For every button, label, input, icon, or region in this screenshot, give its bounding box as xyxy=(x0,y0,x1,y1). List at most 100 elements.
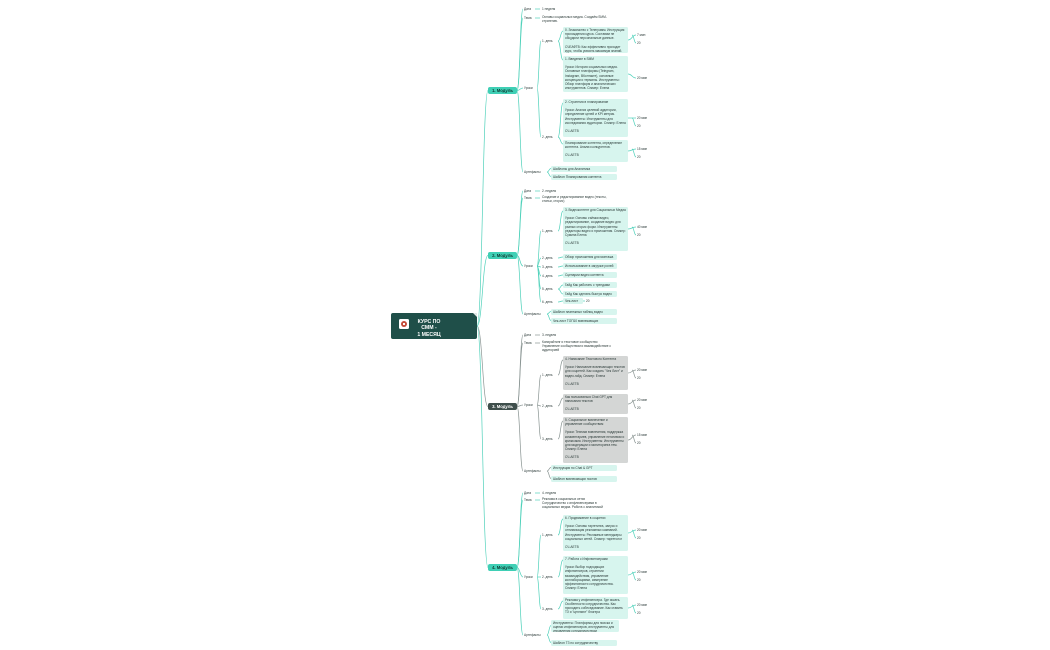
module-3-node[interactable]: 3. Модуль xyxy=(488,403,517,410)
day-label[interactable]: 3. день xyxy=(542,607,553,611)
lesson-card[interactable]: Чек-лист xyxy=(563,298,583,304)
connector-line xyxy=(557,136,564,145)
lesson-card[interactable]: Как пользоваться Chat GPT для написания … xyxy=(563,394,628,414)
artifact-item[interactable]: Шаблон платежных таблиц видео площадок xyxy=(551,309,617,315)
artifacts-label: Артефакты xyxy=(524,469,541,473)
points-value: 20 xyxy=(637,41,641,45)
connector-line xyxy=(557,359,564,376)
connector-line xyxy=(631,399,637,409)
artifact-item[interactable]: Инструменты: Платформы для поиска и оцен… xyxy=(551,620,619,632)
lesson-card[interactable]: 6. Продвижение в соцсетях Уроки: Основы … xyxy=(563,515,628,551)
connector-line xyxy=(546,634,552,643)
connector-line xyxy=(536,230,542,267)
lesson-card[interactable]: 4. Написание Текстового Контента Уроки: … xyxy=(563,356,628,390)
module-2-node[interactable]: 2. Модуль xyxy=(488,252,517,259)
artifact-item[interactable]: Шаблон ТЗ по сотрудничеству xyxy=(551,640,617,646)
lesson-card[interactable]: Сценарии видео контента xyxy=(563,272,617,278)
day-label[interactable]: 1. день xyxy=(542,39,553,43)
module-4-node[interactable]: 4. Модуль xyxy=(488,564,517,571)
connector-line xyxy=(557,420,564,440)
lesson-card[interactable]: 3. Видеоконтент для Социальных Медиа Уро… xyxy=(563,207,628,251)
duration-time: 20 мин xyxy=(637,116,648,120)
connector-line xyxy=(627,434,637,441)
connector-line xyxy=(516,87,524,91)
central-topic[interactable]: КУРС ПО СММ - 1 МЕСЯЦ xyxy=(391,313,477,339)
duration-time: 15 мин xyxy=(637,433,648,437)
lesson-card[interactable]: 0. Знакомство с Телеграмм. Инструкция пр… xyxy=(563,27,628,53)
day-label[interactable]: 4. день xyxy=(542,274,553,278)
lesson-card[interactable]: 2. Стратегия в планирование Уроки: Анали… xyxy=(563,99,628,137)
connector-line xyxy=(631,604,637,614)
lesson-card[interactable]: Использование в загрузке ролей тв xyxy=(563,263,617,269)
theme-label: Тема xyxy=(524,196,532,200)
connector-line xyxy=(557,300,564,303)
artifact-item[interactable]: Инструкция по Chat & GPT xyxy=(551,465,617,471)
connector-line xyxy=(631,529,637,539)
connector-line xyxy=(516,255,524,267)
day-label[interactable]: 2. день xyxy=(542,256,553,260)
lesson-card[interactable]: 7. Работа с Инфлюенсерами Уроки: Выбор п… xyxy=(563,556,628,594)
lesson-card[interactable]: 5. Социальное вовлечение и управление со… xyxy=(563,417,628,463)
artifact-item[interactable]: Шаблон вовлекающих постов xyxy=(551,476,617,482)
connector-line xyxy=(631,369,637,379)
connector-line xyxy=(546,313,552,321)
points-value: 20 xyxy=(637,233,641,237)
connector-line xyxy=(627,148,637,152)
points-value: 20 xyxy=(637,536,641,540)
points-value: 20 xyxy=(637,155,641,159)
duration-time: 20 мин xyxy=(637,398,648,402)
module-1-node[interactable]: 1. Модуль xyxy=(488,87,517,94)
connector-line xyxy=(516,90,524,173)
connector-line xyxy=(557,600,564,610)
artifacts-label: Артефакты xyxy=(524,633,541,637)
day-label[interactable]: 1. день xyxy=(542,373,553,377)
artifacts-label: Артефакты xyxy=(524,170,541,174)
artifact-item[interactable]: Шаблоны для Аналитика xyxy=(551,166,617,172)
day-label[interactable]: 2. день xyxy=(542,135,553,139)
day-label[interactable]: 3. день xyxy=(542,265,553,269)
connector-line xyxy=(476,255,489,327)
duration-value: 4. неделя xyxy=(542,491,557,495)
points-value: 20 xyxy=(637,406,641,410)
connector-line xyxy=(557,265,564,268)
connector-line xyxy=(627,571,637,576)
day-label[interactable]: 3. день xyxy=(542,437,553,441)
connector-line xyxy=(536,404,542,407)
connector-line xyxy=(546,625,552,636)
connector-line xyxy=(557,288,564,295)
day-label[interactable]: 5. день xyxy=(542,287,553,291)
duration-value: 1 неделя xyxy=(542,7,556,11)
connector-line xyxy=(536,374,542,406)
lesson-card[interactable]: Обзор приложения для монтажа xyxy=(563,254,617,260)
day-label[interactable]: 2. день xyxy=(542,575,553,579)
connector-line xyxy=(627,399,637,405)
connector-line xyxy=(536,40,542,89)
lesson-card[interactable]: Реклама у инфлюенсера. Где искать. Особе… xyxy=(563,597,628,619)
lesson-card[interactable]: Планирование контента, определение конте… xyxy=(563,140,628,162)
day-label[interactable]: 1. день xyxy=(542,533,553,537)
day-label[interactable]: 2. день xyxy=(542,404,553,408)
connector-line xyxy=(516,342,524,407)
date-label: Дата xyxy=(524,189,532,193)
connector-line xyxy=(557,518,564,536)
lesson-card[interactable]: Гайд Как сделать быстро видео для xyxy=(563,291,617,297)
artifact-item[interactable]: Чек-лист ТОП10 вовлекающих постановок xyxy=(551,318,617,324)
connector-line xyxy=(546,470,552,479)
artifact-item[interactable]: Шаблон Планирования контента xyxy=(551,174,617,180)
connector-line xyxy=(516,567,524,578)
lesson-card[interactable]: Гайд Как работать с трендами xyxy=(563,282,617,288)
connector-line xyxy=(631,148,637,158)
lessons-label: Уроки xyxy=(524,264,533,268)
lesson-card[interactable]: 1. Введение в SMM Уроки: История социаль… xyxy=(563,56,628,92)
connector-line xyxy=(557,40,564,61)
artifacts-label: Артефакты xyxy=(524,312,541,316)
connector-line xyxy=(536,87,542,138)
theme-value: Реклама в социальных сетях Сотрудничеств… xyxy=(542,497,603,510)
day-label[interactable]: 1. день xyxy=(542,229,553,233)
duration-value: 2. неделя xyxy=(542,189,557,193)
connector-line xyxy=(516,404,524,407)
day-label[interactable]: 6. день xyxy=(542,300,553,304)
connector-line xyxy=(557,256,564,259)
